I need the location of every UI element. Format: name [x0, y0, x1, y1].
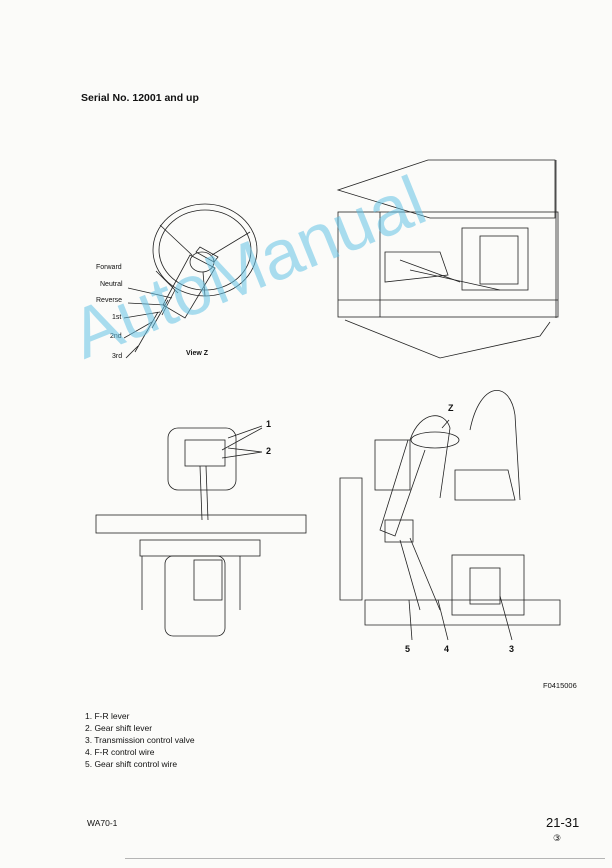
- leader-line-1: [227, 425, 263, 439]
- machine-side-view: [339, 389, 561, 641]
- legend-item: 5. Gear shift control wire: [85, 759, 178, 769]
- page-number: 21-31: [546, 815, 580, 830]
- callout-1: 1: [266, 419, 272, 429]
- label-2nd: 2nd: [110, 333, 122, 340]
- parts-legend: 1. F-R lever 2. Gear shift lever 3. Tran…: [85, 710, 195, 770]
- model-number: WA70-1: [87, 818, 118, 828]
- callout-3: 3: [509, 644, 515, 654]
- label-1st: 1st: [112, 314, 122, 321]
- callout-4: 4: [444, 644, 450, 654]
- revision-mark: ③: [553, 833, 562, 843]
- bottom-rule: [125, 858, 605, 859]
- machine-plan-view-top: [336, 159, 559, 359]
- view-z-caption: View Z: [186, 350, 209, 357]
- legend-item: 4. F-R control wire: [85, 747, 155, 757]
- figure-code: F0415006: [543, 681, 577, 690]
- legend-item: 2. Gear shift lever: [85, 723, 153, 733]
- callout-5: 5: [405, 644, 411, 654]
- label-reverse: Reverse: [96, 297, 123, 304]
- callout-2: 2: [266, 446, 272, 456]
- label-neutral: Neutral: [100, 281, 123, 288]
- section-heading: Serial No. 12001 and up: [81, 92, 199, 104]
- machine-front-view: [95, 427, 307, 637]
- view-marker-z: Z: [448, 403, 454, 413]
- legend-item: 3. Transmission control valve: [85, 735, 195, 745]
- legend-item: 1. F-R lever: [85, 711, 130, 721]
- label-3rd: 3rd: [112, 353, 123, 360]
- steering-wheel-detail: [123, 203, 258, 359]
- leader-line-2: [227, 447, 263, 453]
- label-forward: Forward: [96, 264, 122, 271]
